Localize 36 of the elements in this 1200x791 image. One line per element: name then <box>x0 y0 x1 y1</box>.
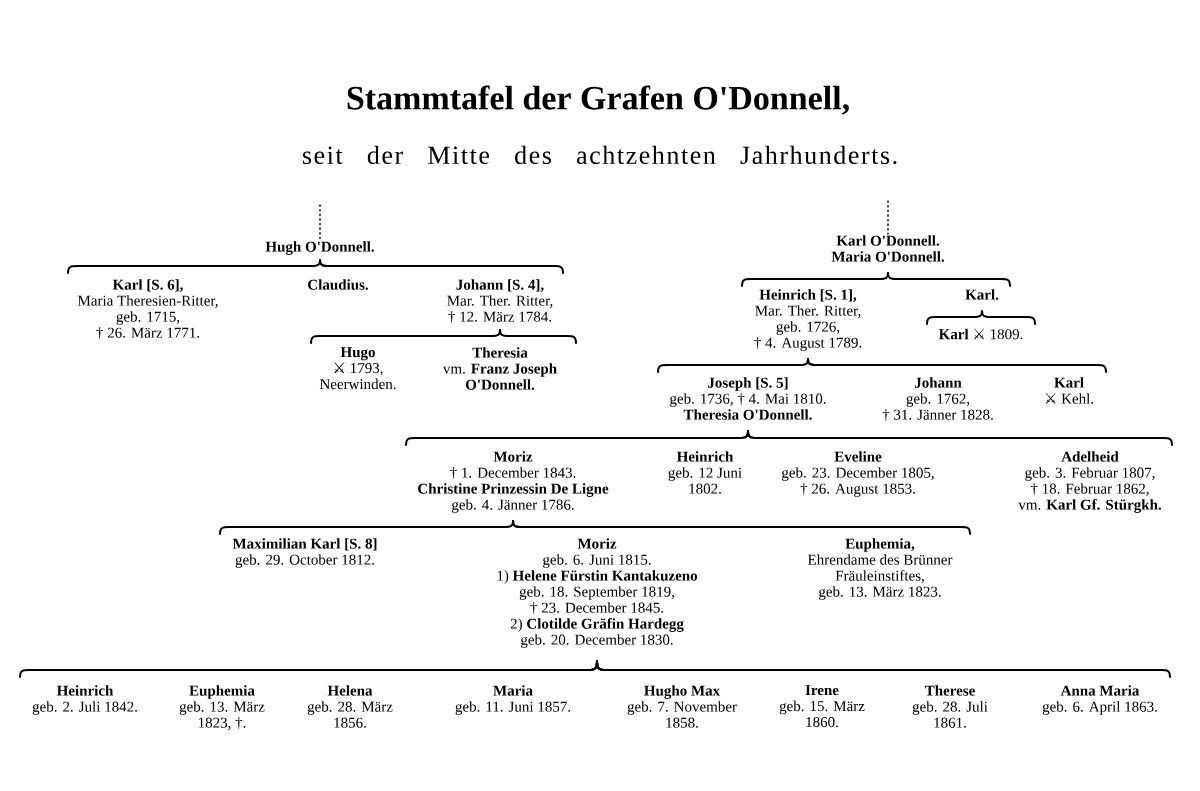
person-entry: Joseph [S. 5] geb. 1736, † 4. Mai 1810. Theresia O'Donnell. <box>670 377 826 420</box>
person-entry: Moriz † 1. December 1843. Christine Prinzessin De Ligne geb. 4. Jänner 1786. <box>418 451 609 513</box>
brace-connector <box>596 660 1171 678</box>
person-entry: Eveline geb. 23. December 1805, † 26. August 1853. <box>782 451 934 497</box>
person-entry: Heinrich geb. 12 Juni 1802. <box>668 451 742 494</box>
person-entry: Euphemia, Ehrendame des Brünner Fräuleinstiftes, geb. 13. März 1823. <box>807 538 953 600</box>
person-entry: Adelheid geb. 3. Februar 1807, † 18. Februar 1862, vm. Karl Gf. Stürgkh. <box>1018 451 1161 513</box>
person-entry: Karl O'Donnell. Maria O'Donnell. <box>831 235 944 262</box>
dotted-line <box>887 200 889 235</box>
person-entry: Karl ⚔ 1809. <box>938 328 1023 340</box>
person-entry: Maximilian Karl [S. 8] geb. 29. October 1812. <box>232 538 377 568</box>
person-entry: Moriz geb. 6. Juni 1815. 1) Helene Fürstin Kantakuzeno geb. 18. September 1819, † 23. December 1845. 2) Clotilde Gräfin Hardegg geb. 20. December 1830. <box>497 538 698 648</box>
title: Stammtafel der Grafen O'Donnell, <box>347 85 849 115</box>
person-entry: Hugh O'Donnell. <box>265 241 374 255</box>
dotted-line <box>319 204 321 241</box>
brace-connector <box>926 310 1036 325</box>
person-entry: Karl [S. 6], Maria Theresien-Ritter, geb. 1715, † 26. März 1771. <box>77 279 218 340</box>
person-entry: Heinrich geb. 2. Juli 1842. <box>32 685 137 715</box>
person-entry: Theresia vm. Franz Joseph O'Donnell. <box>442 347 557 390</box>
person-entry: Johann [S. 4], Mar. Ther. Ritter, † 12. März 1784. <box>447 279 553 324</box>
person-entry: Helena geb. 28. März 1856. <box>307 685 393 728</box>
person-entry: Euphemia geb. 13. März 1823, †. <box>179 685 265 730</box>
person-entry: Karl. <box>965 289 999 300</box>
person-entry: Hugo ⚔ 1793, Neerwinden. <box>319 347 396 390</box>
person-entry: Claudius. <box>308 279 368 290</box>
person-entry: Karl ⚔ Kehl. <box>1045 377 1094 404</box>
person-entry: Therese geb. 28. Juli 1861. <box>912 685 988 728</box>
person-entry: Maria geb. 11. Juni 1857. <box>455 685 571 715</box>
subtitle: seit der Mitte des achtzehnten Jahrhunderts. <box>303 145 897 165</box>
brace-connector <box>807 358 1107 373</box>
person-entry: Heinrich [S. 1], Mar. Ther. Ritter, geb. 1726, † 4. August 1789. <box>754 289 862 351</box>
person-entry: Johann geb. 1762, † 31. Jänner 1828. <box>882 377 993 422</box>
brace-connector <box>747 430 1173 446</box>
person-entry: Irene geb. 15. März 1860. <box>779 685 865 728</box>
person-entry: Anna Maria geb. 6. April 1863. <box>1042 685 1157 715</box>
person-entry: Hugho Max geb. 7. November 1858. <box>627 685 737 728</box>
